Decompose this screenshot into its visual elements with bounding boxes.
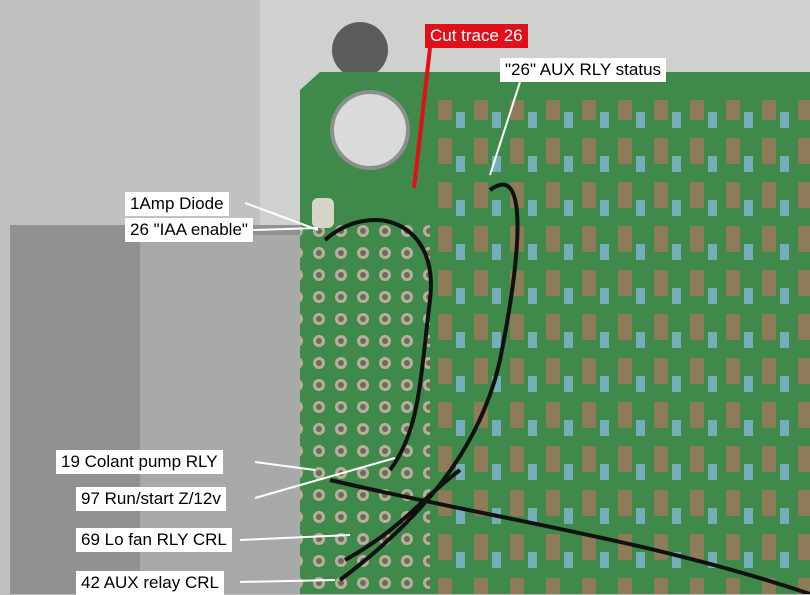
label-run-start: 97 Run/start Z/12v — [76, 487, 226, 511]
leader-lines — [239, 81, 521, 583]
label-diode: 1Amp Diode — [125, 192, 229, 216]
screw-head — [330, 90, 410, 170]
mount-hole — [332, 22, 388, 78]
cut-trace-line — [412, 47, 432, 189]
diode — [312, 198, 334, 228]
label-aux-rly-status: "26" AUX RLY status — [500, 58, 667, 82]
smd-components — [430, 100, 810, 594]
label-coolant-pump: 19 Colant pump RLY — [56, 450, 223, 474]
label-iaa-enable: 26 "IAA enable" — [125, 218, 253, 242]
label-cut-trace: Cut trace 26 — [425, 24, 528, 48]
label-aux-relay: 42 AUX relay CRL — [76, 571, 224, 595]
label-lo-fan: 69 Lo fan RLY CRL — [76, 528, 232, 552]
jumper-wires — [323, 182, 810, 594]
pin-header — [300, 215, 430, 594]
